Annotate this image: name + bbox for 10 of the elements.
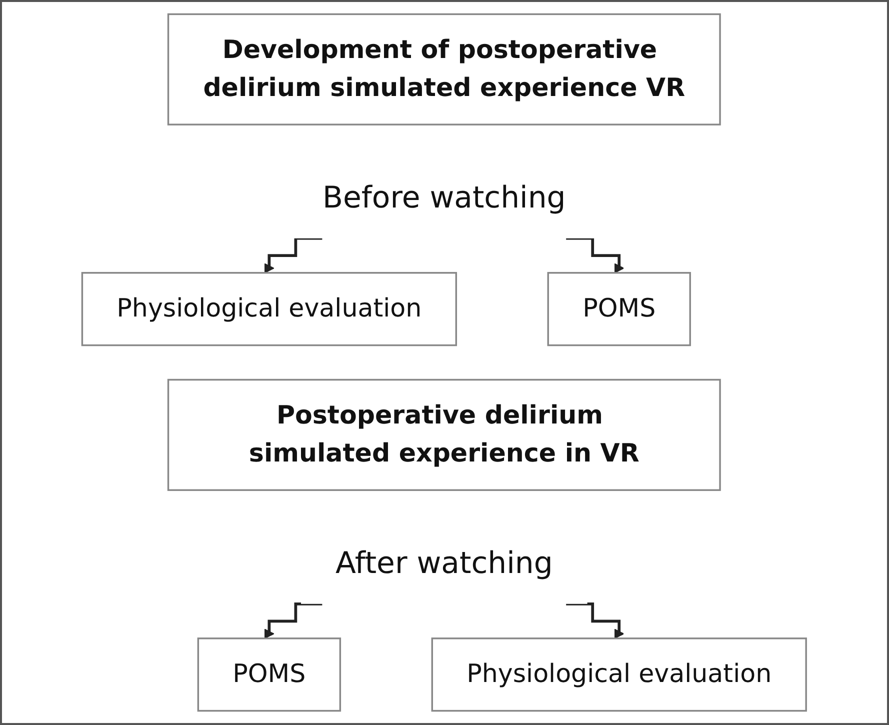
arrow <box>264 602 323 639</box>
arrow <box>264 236 323 274</box>
arrow <box>566 236 625 274</box>
node-box: POMS <box>198 638 342 712</box>
node-box: Development of postoperative delirium simulated experience VR <box>168 13 722 126</box>
node-box: Physiological evaluation <box>432 638 808 712</box>
arrow <box>566 602 625 639</box>
node-box: POMS <box>548 272 692 346</box>
node-box: Physiological evaluation <box>82 272 458 346</box>
node-box: Postoperative delirium simulated experience in VR <box>168 378 722 491</box>
